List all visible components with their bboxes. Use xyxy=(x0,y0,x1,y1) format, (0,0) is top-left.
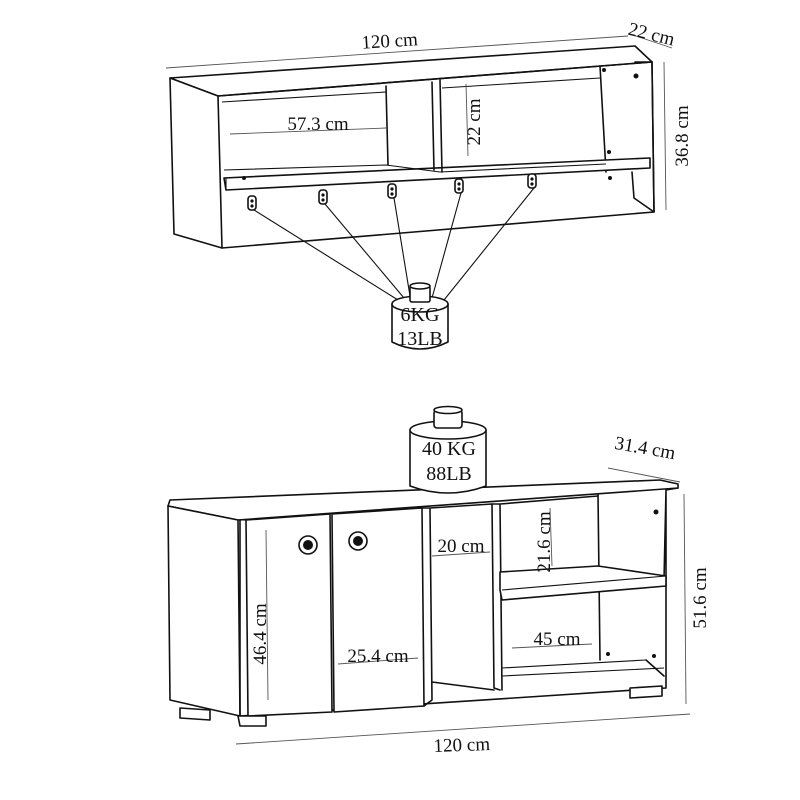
top-load-kg: 40 KG xyxy=(422,438,476,460)
hook-icon xyxy=(247,195,257,211)
cabinet-foot xyxy=(629,685,663,699)
door-width-dimension xyxy=(337,657,419,665)
shelf-divider xyxy=(385,79,443,173)
door-height-dimension xyxy=(265,529,269,701)
shelf-left-side xyxy=(169,77,223,249)
shelf-height-dimension xyxy=(549,507,553,567)
door-height-label: 46.4 cm xyxy=(250,603,271,664)
shelf-top-board xyxy=(169,45,653,97)
shelf-peg xyxy=(602,68,606,72)
top-load-lb: 88LB xyxy=(426,463,472,485)
door-knob-icon xyxy=(298,535,318,555)
cabinet-height-dimension xyxy=(683,493,687,705)
shelf-width-dimension xyxy=(511,643,593,649)
cabinet-height-label: 51.6 cm xyxy=(690,567,711,628)
cabinet-floor xyxy=(501,659,665,677)
wall-shelf: 6KG 13LB 120 cm 22 cm 36.8 cm 57.3 cm 22… xyxy=(165,19,693,350)
hook-icon xyxy=(454,178,464,194)
cabinet-foot xyxy=(179,707,211,721)
shelf-width-dimension xyxy=(165,35,629,69)
cabinet-peg xyxy=(653,509,659,515)
top-load-weight: 40 KG 88LB xyxy=(409,405,487,494)
hook-icon xyxy=(318,189,328,205)
cabinet-right-door xyxy=(331,507,425,713)
door-width-label: 25.4 cm xyxy=(347,646,408,667)
compartment-width-label: 57.3 cm xyxy=(287,114,348,135)
shelf-depth-dimension xyxy=(629,33,673,49)
hook-load-strings xyxy=(253,187,535,301)
hook-load-lb: 13LB xyxy=(397,328,443,350)
middle-width-label: 20 cm xyxy=(438,536,485,557)
hook-load-kg: 6KG xyxy=(401,304,440,326)
cabinet-foot xyxy=(237,715,267,727)
cabinet-depth-dimension xyxy=(607,467,681,483)
shelf-right-side xyxy=(599,61,655,213)
shelf-peg xyxy=(608,176,612,180)
door-knob-icon xyxy=(348,531,368,551)
cabinet: 40 KG 88LB 120 cm 31.4 cm 51.6 cm 46.4 c… xyxy=(167,405,711,757)
shelf-middle-board xyxy=(223,157,651,191)
compartment-height-label: 22 cm xyxy=(464,98,485,145)
cabinet-peg xyxy=(652,654,656,658)
hook-icon xyxy=(527,173,537,189)
cabinet-depth-label: 31.4 cm xyxy=(613,433,677,464)
compartment-width-dimension xyxy=(229,127,387,135)
hook-icon xyxy=(387,183,397,199)
cabinet-left-side xyxy=(167,505,241,717)
shelf-height-label: 36.8 cm xyxy=(672,105,693,166)
shelf-height-label: 21.6 cm xyxy=(534,511,555,572)
shelf-peg xyxy=(633,73,639,79)
cabinet-peg xyxy=(606,652,610,656)
cabinet-right-divider xyxy=(491,495,599,691)
cabinet-width-dimension xyxy=(235,713,691,745)
coat-hooks xyxy=(247,173,537,211)
shelf-floor-lines xyxy=(223,163,607,173)
shelf-width-label: 45 cm xyxy=(534,629,581,650)
shelf-peg xyxy=(607,150,611,154)
shelf-peg xyxy=(242,176,246,180)
hook-load-weight: 6KG 13LB xyxy=(391,282,449,350)
compartment-height-dimension xyxy=(465,83,469,157)
cabinet-width-label: 120 cm xyxy=(433,734,490,757)
shelf-height-dimension xyxy=(663,61,667,211)
cabinet-middle-compartment xyxy=(421,503,501,707)
shelf-width-label: 120 cm xyxy=(361,29,419,53)
middle-width-dimension xyxy=(431,551,491,557)
